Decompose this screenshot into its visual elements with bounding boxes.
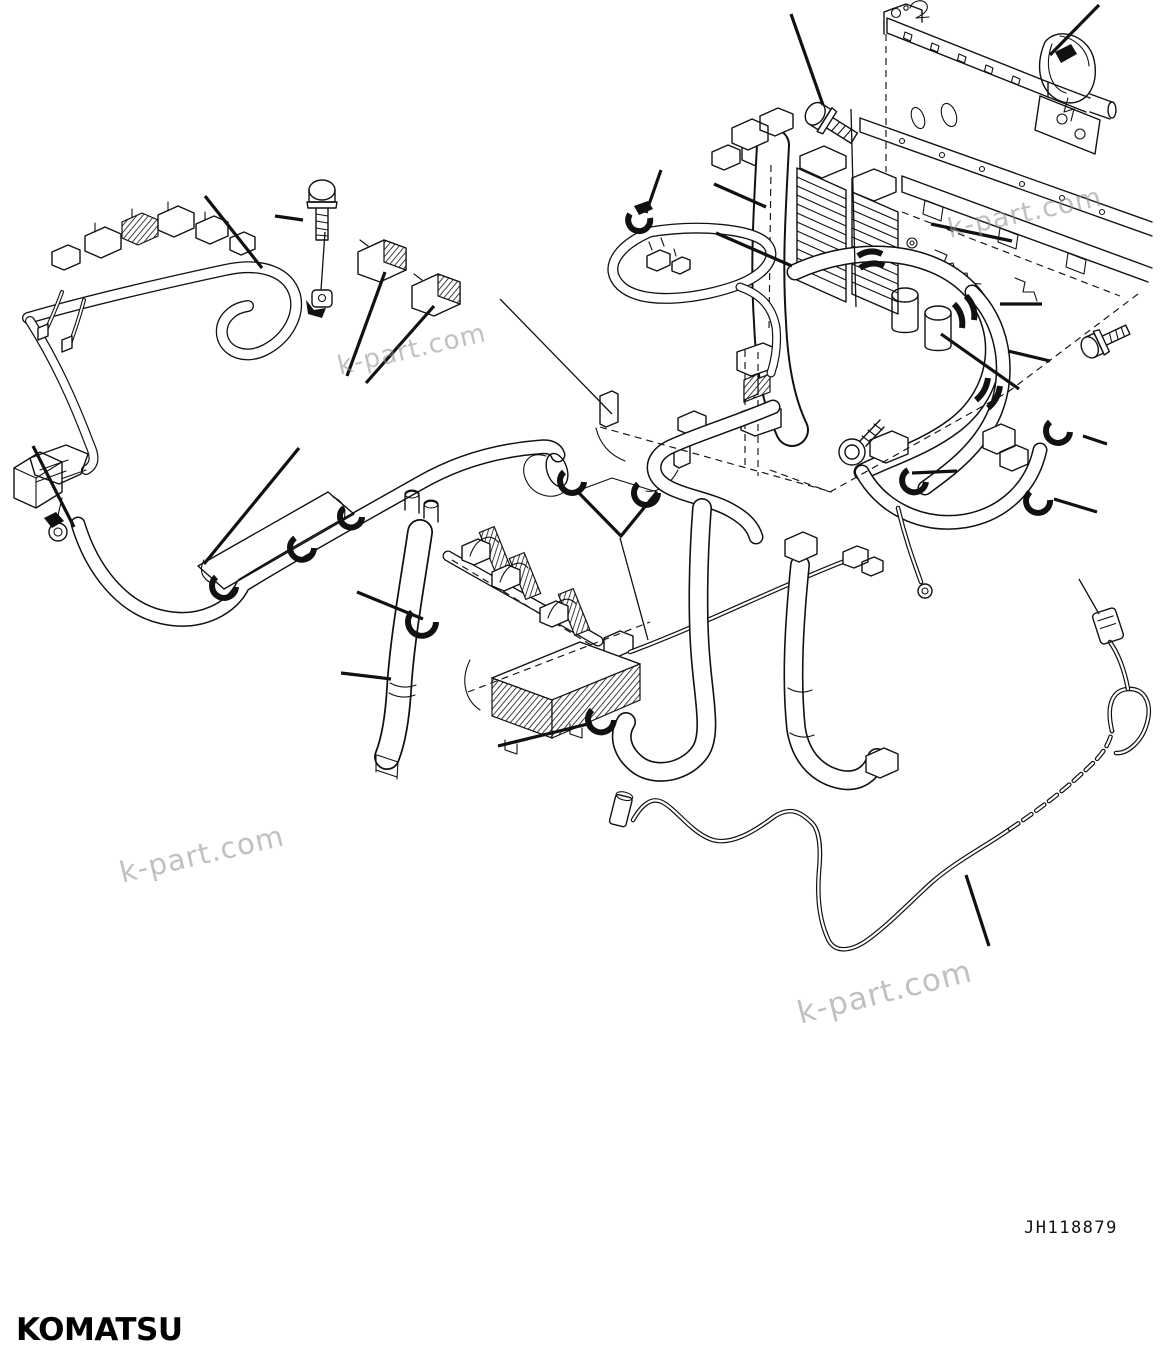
flange-bolt-top-right: [804, 101, 859, 144]
sensor-wire: [608, 607, 1151, 952]
tube-junction-clips: [557, 390, 781, 641]
vertical-corrugated-tube: [374, 489, 439, 780]
wire-curl: [909, 0, 930, 19]
mounting-bracket-left: [29, 444, 89, 542]
c-clamp: [899, 467, 929, 496]
flange-bolt-right: [1080, 324, 1131, 359]
flange-bolt-left: [306, 179, 338, 241]
corrugated-tube-with-sleeve: [29, 390, 781, 641]
komatsu-logo: KOMATSU: [16, 1312, 183, 1348]
eyelet-wire-loop: [607, 201, 782, 378]
drawing-number: JH118879: [1024, 1218, 1118, 1238]
connector-pair: [357, 239, 461, 317]
harness-clip: [306, 289, 333, 318]
harness-loop-assembly: [786, 245, 1073, 599]
construction-lines: [599, 293, 1139, 493]
c-clamp: [1023, 489, 1054, 516]
c-clamp: [405, 609, 439, 639]
injector-rail-harness: [442, 373, 899, 791]
c-clamp: [1043, 419, 1073, 446]
c-clamp: [585, 707, 617, 736]
left-wiring-harness: [13, 201, 303, 509]
sensor-connector: [1091, 607, 1125, 645]
callout-leader-lines: [31, 3, 1108, 947]
threaded-stud-washer: [838, 419, 885, 466]
loop-clamp: [625, 212, 654, 235]
wire-clamp-top: [1038, 33, 1097, 122]
